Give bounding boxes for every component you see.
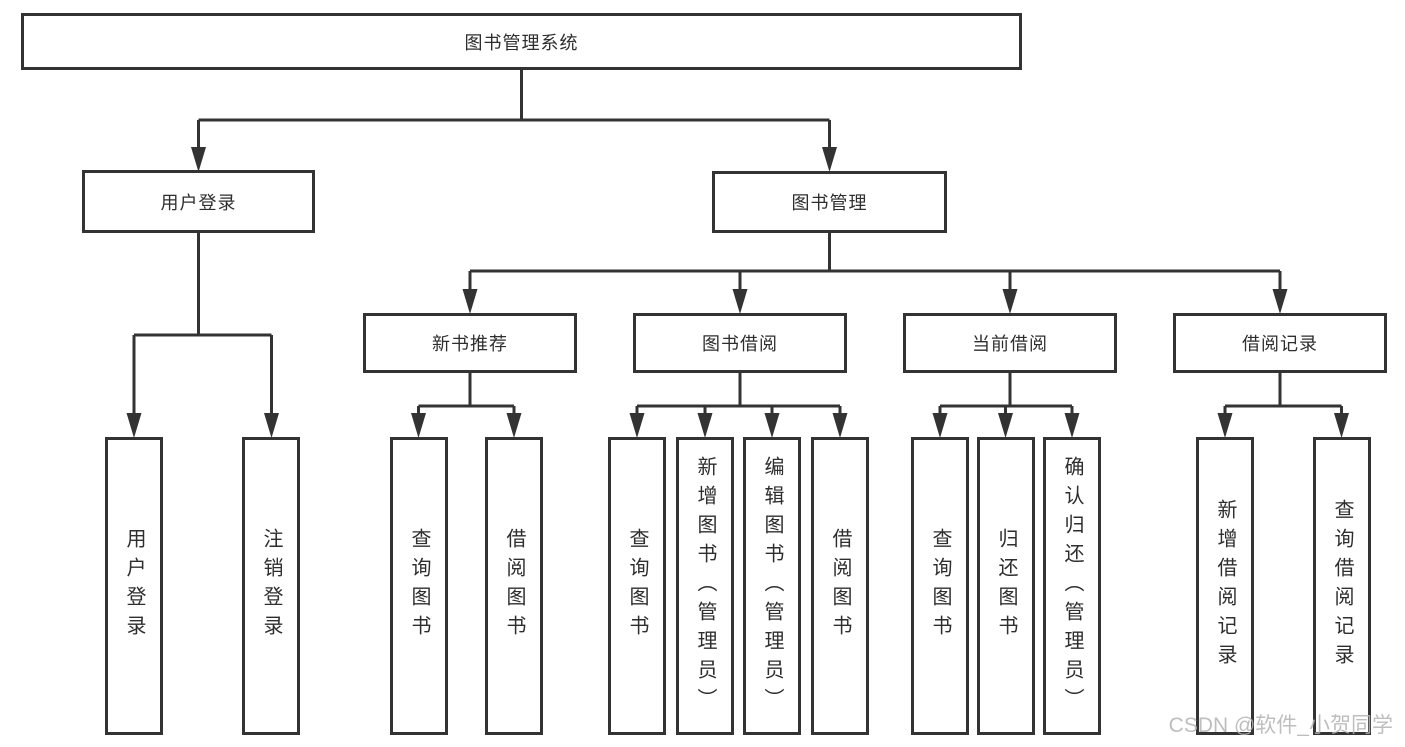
node-book-management-label: 图书管理 <box>791 193 868 213</box>
leaf-confirm-return-admin-label: 确认归还（管理员） <box>1061 455 1083 717</box>
arrowheads-recommend-children <box>411 413 522 438</box>
leaf-confirm-return-admin: 确认归还（管理员） <box>1043 437 1101 735</box>
leaf-query-books-current-label: 查询图书 <box>929 528 951 644</box>
node-user-login: 用户登录 <box>82 170 315 233</box>
leaf-add-book-admin: 新增图书（管理员） <box>676 437 734 735</box>
leaf-return-books: 归还图书 <box>977 437 1035 735</box>
node-root: 图书管理系统 <box>21 13 1022 70</box>
leaf-add-borrow-record-label: 新增借阅记录 <box>1214 499 1236 673</box>
arrowheads-level1 <box>191 147 837 172</box>
leaf-query-books-recommend: 查询图书 <box>390 437 448 735</box>
leaf-query-borrow-record: 查询借阅记录 <box>1313 437 1371 735</box>
leaf-query-books-borrow: 查询图书 <box>608 437 666 735</box>
arrowheads-borrow-children <box>629 413 848 438</box>
leaf-add-borrow-record: 新增借阅记录 <box>1196 437 1254 735</box>
leaf-user-login: 用户登录 <box>105 437 163 735</box>
connector-borrow-children <box>635 373 842 417</box>
node-borrow-records-label: 借阅记录 <box>1242 334 1318 354</box>
leaf-query-books-borrow-label: 查询图书 <box>626 528 648 644</box>
node-book-borrow: 图书借阅 <box>633 313 847 373</box>
node-book-management: 图书管理 <box>712 171 947 233</box>
node-root-label: 图书管理系统 <box>464 32 579 53</box>
leaf-logout: 注销登录 <box>242 437 300 735</box>
node-user-login-label: 用户登录 <box>160 192 237 213</box>
leaf-edit-book-admin-label: 编辑图书（管理员） <box>761 455 783 717</box>
arrowheads-login-children <box>126 413 279 438</box>
node-current-borrow-label: 当前借阅 <box>972 334 1048 354</box>
arrowheads-current-children <box>932 413 1080 438</box>
leaf-borrow-books-label: 借阅图书 <box>829 528 851 644</box>
leaf-borrow-books-recommend-label: 借阅图书 <box>503 528 525 644</box>
leaf-query-books-current: 查询图书 <box>911 437 969 735</box>
leaf-add-book-admin-label: 新增图书（管理员） <box>694 455 716 717</box>
leaf-borrow-books: 借阅图书 <box>811 437 869 735</box>
leaf-query-books-recommend-label: 查询图书 <box>408 528 430 644</box>
connector-login-children <box>132 233 273 417</box>
arrowheads-records-children <box>1217 413 1349 438</box>
node-new-book-recommend-label: 新书推荐 <box>432 334 508 354</box>
connector-recommend-children <box>417 373 516 417</box>
leaf-borrow-books-recommend: 借阅图书 <box>485 437 543 735</box>
leaf-logout-label: 注销登录 <box>260 528 282 644</box>
connector-root-to-level1 <box>197 70 831 151</box>
connector-records-children <box>1223 373 1343 417</box>
leaf-user-login-label: 用户登录 <box>123 528 145 644</box>
node-book-borrow-label: 图书借阅 <box>702 334 778 354</box>
node-borrow-records: 借阅记录 <box>1173 313 1387 373</box>
leaf-return-books-label: 归还图书 <box>995 528 1017 644</box>
connector-mgmt-to-level2 <box>468 233 1282 293</box>
node-current-borrow: 当前借阅 <box>903 313 1117 373</box>
connector-current-children <box>938 373 1074 417</box>
leaf-edit-book-admin: 编辑图书（管理员） <box>743 437 801 735</box>
watermark: CSDN @软件_小贺同学 <box>1168 714 1393 737</box>
leaf-query-borrow-record-label: 查询借阅记录 <box>1331 499 1353 673</box>
node-new-book-recommend: 新书推荐 <box>363 313 577 373</box>
arrowheads-level2 <box>462 289 1288 314</box>
